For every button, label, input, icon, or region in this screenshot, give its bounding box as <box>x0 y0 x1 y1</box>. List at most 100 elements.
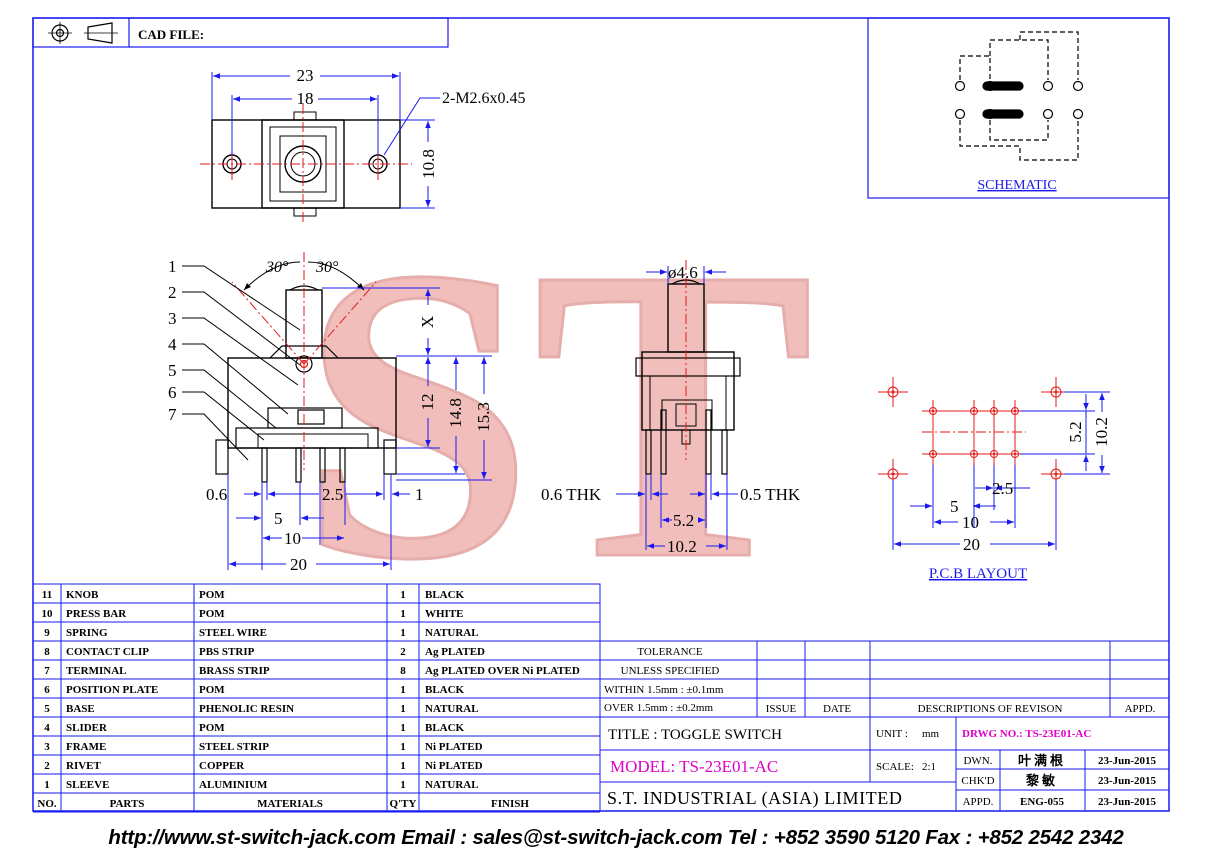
bom-cell-finish: BLACK <box>425 684 465 696</box>
unit-label: UNIT : <box>876 728 908 740</box>
dim-1-side: 1 <box>415 485 424 504</box>
dim-overall-width: 23 <box>297 66 314 85</box>
bom-cell-no: 9 <box>44 627 50 639</box>
st-watermark-text: ST <box>300 181 814 646</box>
tolerance-subtitle: UNLESS SPECIFIED <box>621 665 720 677</box>
rev-date-header: DATE <box>823 703 851 715</box>
bom-cell-part: CONTACT CLIP <box>66 646 149 658</box>
bom-cell-finish: NATURAL <box>425 779 479 791</box>
bom-header-finish: FINISH <box>491 798 529 810</box>
bom-cell-finish: Ni PLATED <box>425 760 483 772</box>
pcb-title: P.C.B LAYOUT <box>929 566 1027 582</box>
side-view: 30° 30° 1 2 3 4 5 6 7 <box>168 252 493 574</box>
revision-block: TOLERANCE UNLESS SPECIFIED WITHIN 1.5mm … <box>600 640 1169 718</box>
dim-12: 12 <box>418 394 437 411</box>
bom-cell-qty: 8 <box>400 665 406 677</box>
dim-15-3: 15.3 <box>474 402 493 432</box>
bom-cell-material: COPPER <box>199 760 245 772</box>
bom-cell-no: 6 <box>44 684 50 696</box>
dim-hole-pitch: 18 <box>297 89 314 108</box>
chk-label: CHK'D <box>961 775 994 787</box>
top-view: 23 18 10.8 2-M2.6x0.45 <box>200 66 526 222</box>
scale-label: SCALE: <box>876 761 914 773</box>
bom-cell-no: 2 <box>44 760 50 772</box>
bom-cell-qty: 1 <box>400 779 406 791</box>
dim-2-5-side: 2.5 <box>322 485 343 504</box>
bom-header-no: NO. <box>37 798 57 810</box>
callout-4: 4 <box>168 335 177 354</box>
pcb-dim-20: 20 <box>963 535 980 554</box>
bom-header-qty: Q'TY <box>390 798 417 810</box>
model-name: MODEL: TS-23E01-AC <box>610 757 778 776</box>
callout-5: 5 <box>168 361 177 380</box>
bom-cell-qty: 1 <box>400 589 406 601</box>
bom-cell-finish: NATURAL <box>425 703 479 715</box>
rev-issue-header: ISSUE <box>766 703 797 715</box>
cad-file-label: CAD FILE: <box>138 27 204 42</box>
tolerance-within: WITHIN 1.5mm : ±0.1mm <box>604 684 724 696</box>
thk-right-label: 0.5 THK <box>740 485 801 504</box>
bom-cell-finish: NATURAL <box>425 627 479 639</box>
dim-14-8: 14.8 <box>446 398 465 428</box>
bom-cell-finish: Ag PLATED <box>425 646 485 658</box>
bom-cell-finish: BLACK <box>425 589 465 601</box>
appd-label: APPD. <box>963 796 994 808</box>
appd-date: 23-Jun-2015 <box>1098 796 1157 808</box>
bom-cell-no: 11 <box>42 589 52 601</box>
schematic-panel: SCHEMATIC <box>867 17 1170 199</box>
pcb-dim-10-2: 10.2 <box>1092 417 1111 447</box>
bom-cell-finish: Ag PLATED OVER Ni PLATED <box>425 665 580 677</box>
rev-description-header: DESCRIPTIONS OF REVISON <box>918 703 1063 715</box>
bom-cell-qty: 1 <box>400 703 406 715</box>
bom-cell-part: SPRING <box>66 627 108 639</box>
projection-symbol-icon <box>48 22 118 44</box>
thk-left-label: 0.6 THK <box>541 485 602 504</box>
company-name: S.T. INDUSTRIAL (ASIA) LIMITED <box>607 788 902 809</box>
dim-x: X <box>418 316 437 328</box>
callout-1: 1 <box>168 257 177 276</box>
bom-cell-finish: WHITE <box>425 608 464 620</box>
schematic-title: SCHEMATIC <box>977 178 1056 193</box>
dim-top-height: 10.8 <box>419 149 438 179</box>
bom-cell-qty: 1 <box>400 722 406 734</box>
tolerance-title: TOLERANCE <box>637 646 702 658</box>
thread-note: 2-M2.6x0.45 <box>442 90 526 107</box>
pcb-layout: 5.2 10.2 2.5 5 10 20 P.C.B LAYOUT <box>878 377 1111 582</box>
bom-cell-material: POM <box>199 589 225 601</box>
bom-cell-part: TERMINAL <box>66 665 127 677</box>
bom-cell-material: BRASS STRIP <box>199 665 270 677</box>
rev-appd-header: APPD. <box>1125 703 1156 715</box>
chk-name: 黎敏 <box>1026 773 1058 788</box>
bom-cell-part: KNOB <box>66 589 99 601</box>
front-view: ø4.6 0.6 THK 0.5 THK 5.2 10.2 <box>541 260 801 556</box>
pcb-dim-5-2: 5.2 <box>1066 421 1085 442</box>
bom-cell-part: POSITION PLATE <box>66 684 158 696</box>
bom-cell-finish: Ni PLATED <box>425 741 483 753</box>
dwn-label: DWN. <box>963 755 992 767</box>
bom-header-materials: MATERIALS <box>257 798 323 810</box>
dim-20-side: 20 <box>290 555 307 574</box>
bom-cell-qty: 1 <box>400 741 406 753</box>
technical-drawing: ST CAD FILE: SCHEM <box>32 17 1170 813</box>
title-block: TITLE : TOGGLE SWITCH MODEL: TS-23E01-AC… <box>599 584 1169 811</box>
st-watermark: ST <box>299 180 816 648</box>
dwn-date: 23-Jun-2015 <box>1098 755 1157 767</box>
cad-file-header: CAD FILE: <box>32 17 449 48</box>
bom-cell-material: STEEL WIRE <box>199 627 267 639</box>
bom-cell-qty: 1 <box>400 684 406 696</box>
dim-5-side: 5 <box>274 509 283 528</box>
bom-cell-qty: 1 <box>400 760 406 772</box>
scale-value: 2:1 <box>922 761 936 773</box>
sheet-border <box>32 17 1170 812</box>
bom-cell-part: PRESS BAR <box>66 608 127 620</box>
bom-cell-qty: 2 <box>400 646 406 658</box>
bom-cell-material: POM <box>199 722 225 734</box>
bom-cell-part: RIVET <box>66 760 102 772</box>
dim-0-6-side: 0.6 <box>206 485 227 504</box>
bom-header-parts: PARTS <box>110 798 145 810</box>
callout-3: 3 <box>168 309 177 328</box>
pcb-dim-10: 10 <box>962 513 979 532</box>
callout-7: 7 <box>168 405 177 424</box>
pcb-dim-5: 5 <box>950 497 959 516</box>
bom-cell-no: 10 <box>42 608 54 620</box>
